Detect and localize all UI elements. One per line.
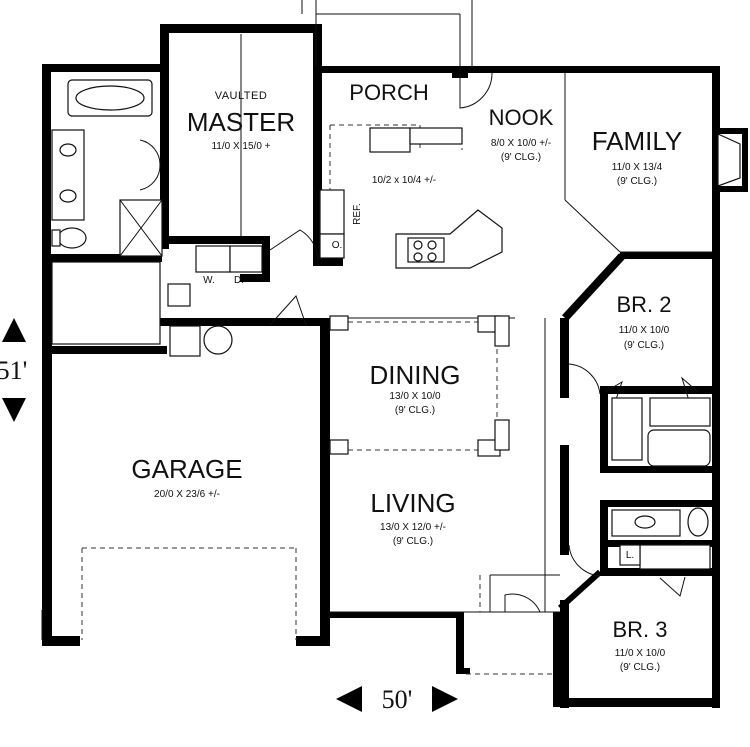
depth-dimension: 51' xyxy=(0,318,27,422)
master-note: VAULTED xyxy=(215,90,268,102)
dining-ceiling: (9' CLG.) xyxy=(395,405,435,416)
br2-name: BR. 2 xyxy=(616,292,671,317)
living-name: LIVING xyxy=(370,488,455,518)
kitchen-oven: O. xyxy=(332,240,343,251)
width-label: 50' xyxy=(382,685,413,714)
garage-name: GARAGE xyxy=(131,454,242,484)
room-laundry: W. D. xyxy=(203,275,244,286)
room-living: LIVING 13/0 X 12/0 +/- (9' CLG.) xyxy=(370,488,455,547)
dryer-label: D. xyxy=(234,275,244,286)
living-size: 13/0 X 12/0 +/- xyxy=(380,522,446,533)
dining-size: 13/0 X 10/0 xyxy=(389,391,441,402)
family-size: 11/0 X 13/4 xyxy=(612,162,663,173)
br3-size: 11/0 X 10/0 xyxy=(615,648,666,659)
room-nook: NOOK 8/0 X 10/0 +/- (9' CLG.) xyxy=(489,105,554,163)
doors xyxy=(139,72,699,613)
dining-name: DINING xyxy=(370,360,461,390)
family-ceiling: (9' CLG.) xyxy=(617,176,657,187)
room-porch: PORCH xyxy=(349,80,428,105)
master-name: MASTER xyxy=(187,107,295,137)
br3-name: BR. 3 xyxy=(612,617,667,642)
room-kitchen: 10/2 x 10/4 +/- REF. O. xyxy=(332,175,436,251)
porch-name: PORCH xyxy=(349,80,428,105)
family-name: FAMILY xyxy=(592,126,683,156)
room-br3: BR. 3 11/0 X 10/0 (9' CLG.) xyxy=(612,617,667,673)
nook-ceiling: (9' CLG.) xyxy=(501,152,541,163)
fixtures xyxy=(51,79,741,570)
kitchen-ref: REF. xyxy=(352,203,363,225)
br2-ceiling: (9' CLG.) xyxy=(624,340,664,351)
up-arrow-icon xyxy=(2,318,26,342)
room-master: VAULTED MASTER 11/0 X 15/0 + xyxy=(187,90,295,152)
right-arrow-icon xyxy=(432,686,458,712)
living-ceiling: (9' CLG.) xyxy=(393,536,433,547)
depth-label: 51' xyxy=(0,356,27,385)
room-dining: DINING 13/0 X 10/0 (9' CLG.) xyxy=(370,360,461,416)
linen-label: L. xyxy=(626,550,634,561)
br3-ceiling: (9' CLG.) xyxy=(620,662,660,673)
left-arrow-icon xyxy=(336,686,362,712)
br2-size: 11/0 X 10/0 xyxy=(619,325,670,336)
kitchen-size: 10/2 x 10/4 +/- xyxy=(372,175,436,186)
master-size: 11/0 X 15/0 + xyxy=(211,141,270,152)
width-dimension: 50' xyxy=(336,685,458,714)
nook-size: 8/0 X 10/0 +/- xyxy=(491,138,551,149)
walls xyxy=(42,24,748,708)
room-garage: GARAGE 20/0 X 23/6 +/- xyxy=(131,454,242,500)
interior-lines xyxy=(41,0,566,640)
room-br2: BR. 2 11/0 X 10/0 (9' CLG.) xyxy=(616,292,671,351)
garage-size: 20/0 X 23/6 +/- xyxy=(154,489,220,500)
washer-label: W. xyxy=(203,275,215,286)
down-arrow-icon xyxy=(2,398,26,422)
nook-name: NOOK xyxy=(489,105,554,130)
linen-closet: L. xyxy=(626,550,634,561)
room-family: FAMILY 11/0 X 13/4 (9' CLG.) xyxy=(592,126,683,187)
angled-walls xyxy=(557,199,718,611)
